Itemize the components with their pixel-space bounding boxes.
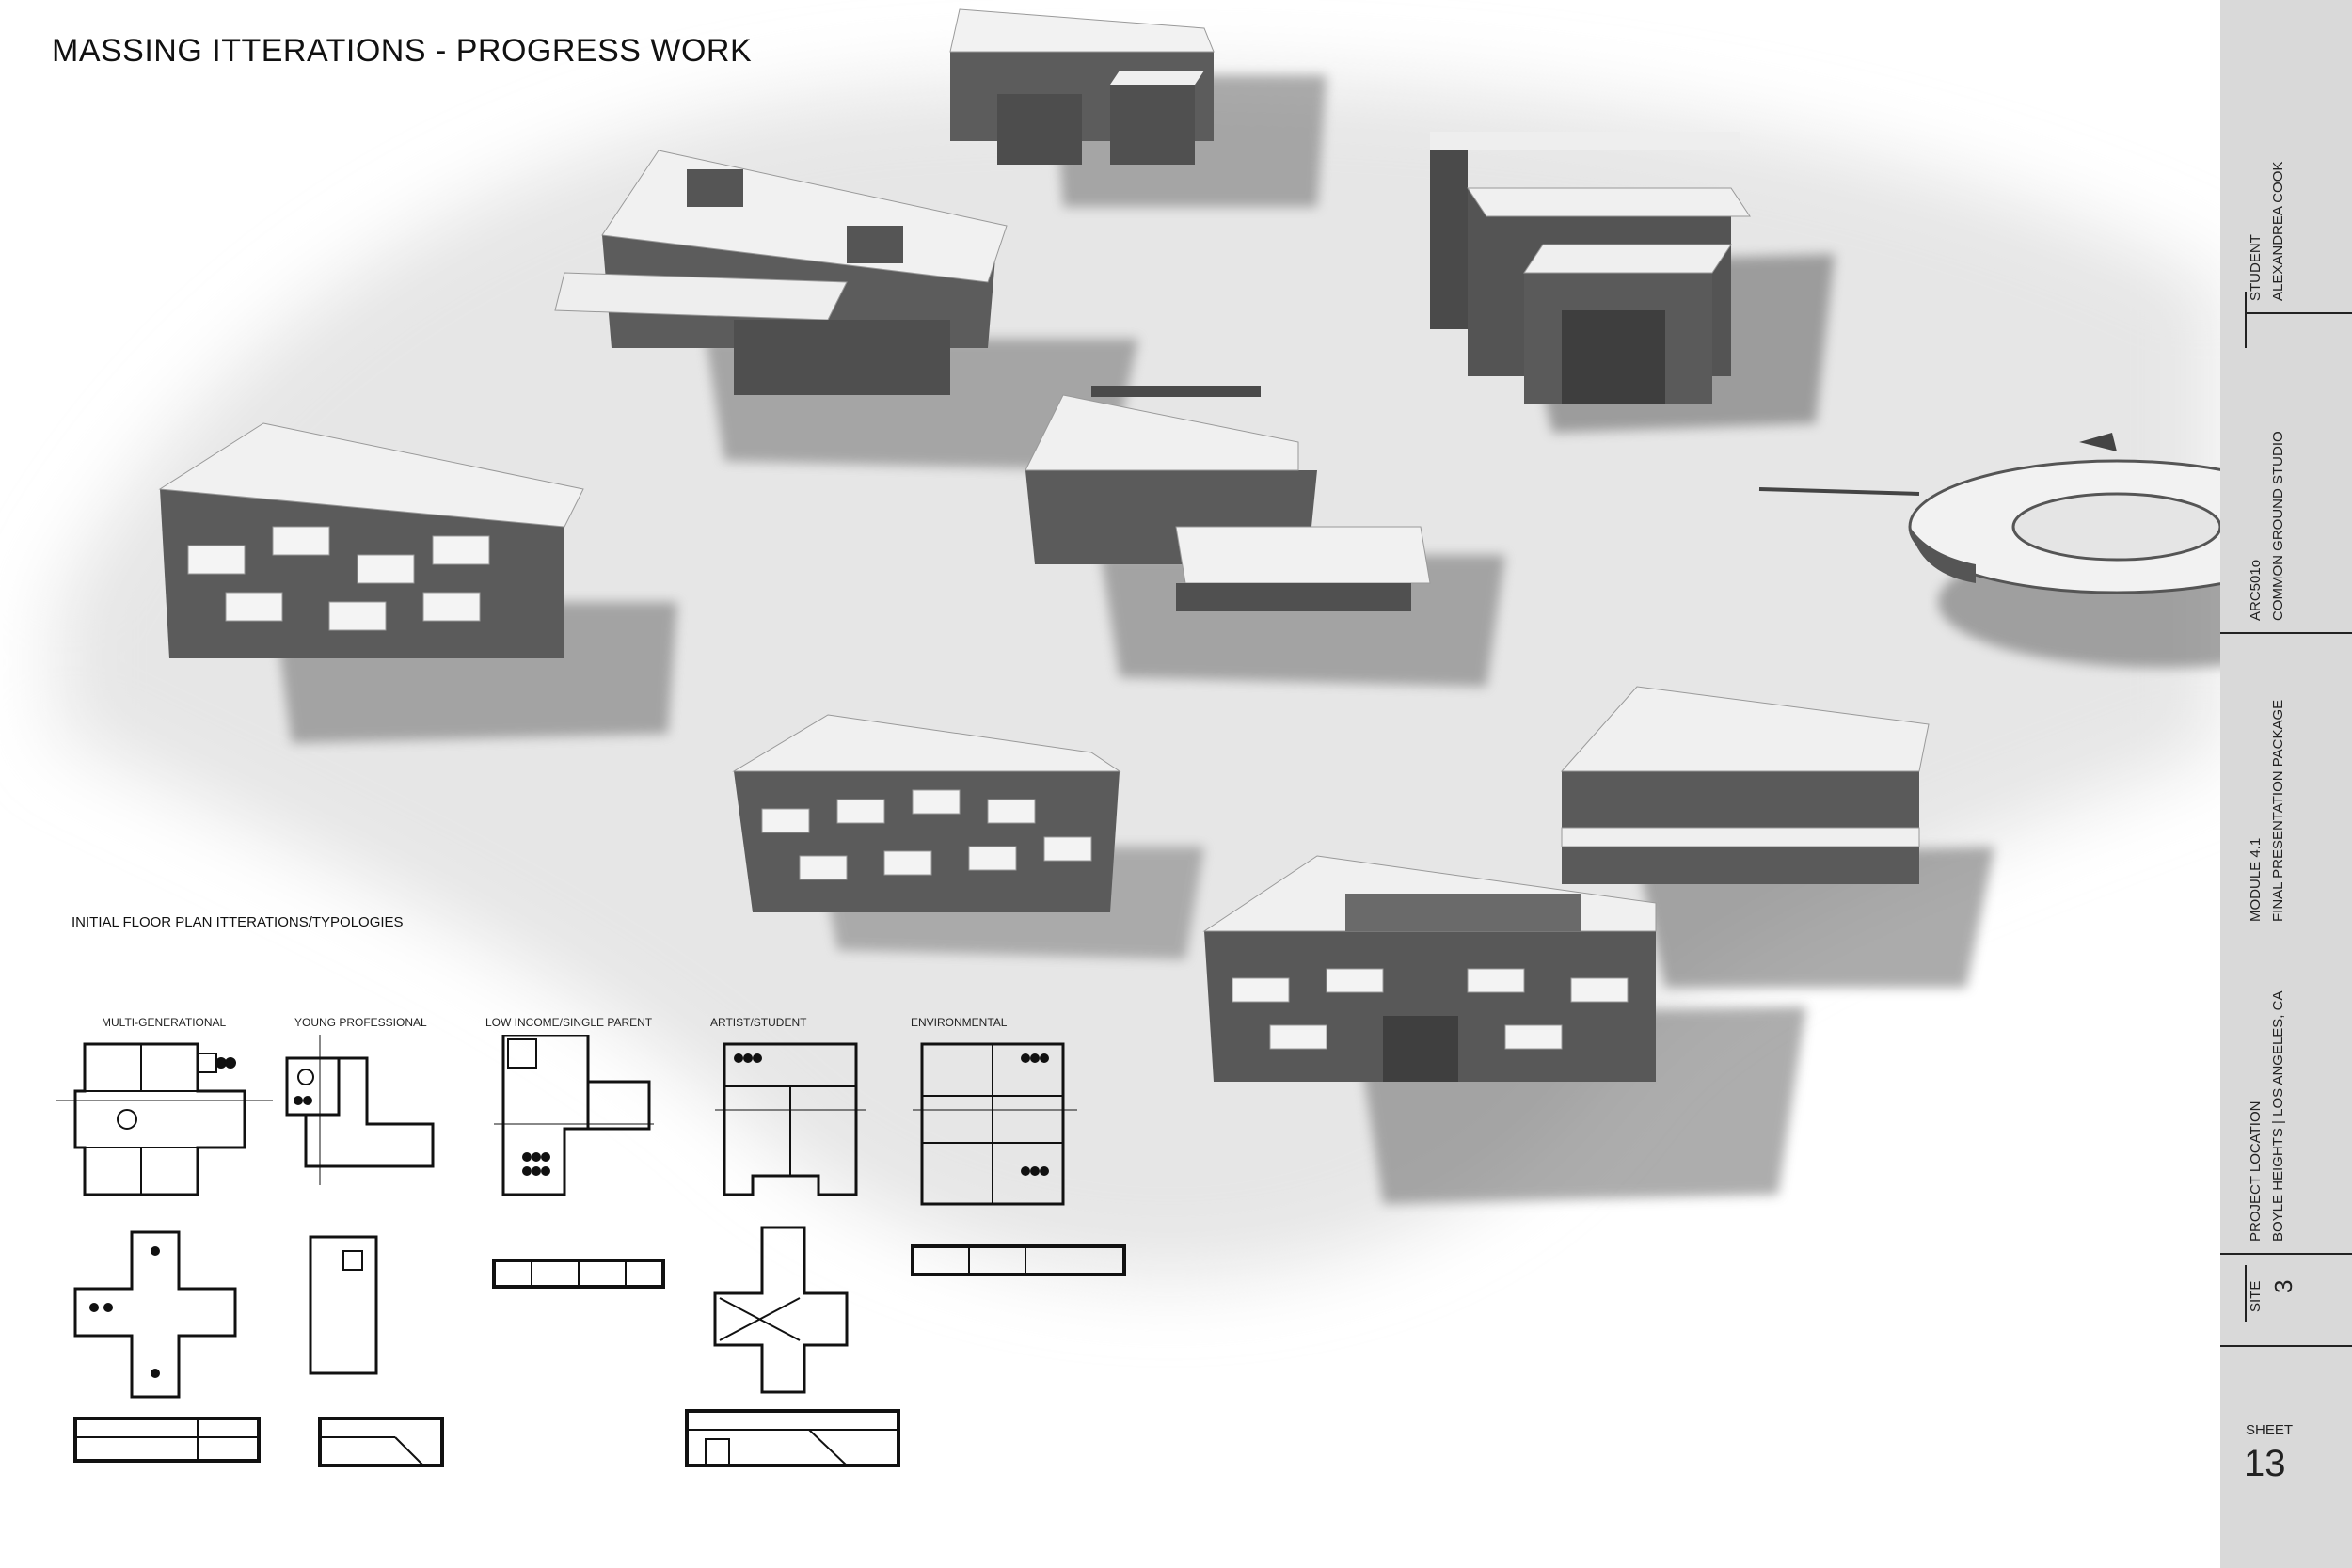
plan-artist-student xyxy=(715,1042,866,1196)
typology-label-environmental: ENVIRONMENTAL xyxy=(911,1016,1008,1029)
massing-model-7 xyxy=(732,714,1204,959)
plan-environmental xyxy=(913,1042,1077,1206)
student-name: ALEXANDREA COOK xyxy=(2270,161,2286,301)
plan-multi-generational xyxy=(56,1042,273,1196)
site-number: 3 xyxy=(2269,1279,2297,1293)
title-block-rule-1 xyxy=(2245,312,2352,314)
student-label: STUDENT xyxy=(2248,234,2264,301)
title-block-rule-3 xyxy=(2220,1253,2352,1255)
site-divider xyxy=(2245,1265,2247,1322)
course-code: ARC501o xyxy=(2248,559,2264,621)
project-location: BOYLE HEIGHTS | LOS ANGELES, CA xyxy=(2270,990,2286,1242)
section-young-professional xyxy=(318,1417,444,1467)
project-location-label: PROJECT LOCATION xyxy=(2248,1101,2264,1242)
massing-model-8 xyxy=(1560,686,1994,988)
plan-young-professional xyxy=(285,1035,435,1185)
massing-model-5 xyxy=(1025,386,1505,687)
massing-model-2 xyxy=(554,150,1138,470)
massing-models-render xyxy=(56,8,2220,1279)
massing-model-6 xyxy=(1758,433,2220,668)
plan-artist-student-level-2 xyxy=(713,1226,849,1394)
section-multi-generational xyxy=(73,1417,261,1463)
plan-low-income xyxy=(494,1035,654,1196)
student-divider xyxy=(2245,292,2247,348)
plan-environmental-section xyxy=(911,1244,1126,1276)
floor-plan-drawings xyxy=(56,1035,1126,1467)
sheet-number: 13 xyxy=(2244,1443,2286,1484)
typology-label-young-professional: YOUNG PROFESSIONAL xyxy=(294,1016,427,1029)
massing-model-3 xyxy=(1430,132,1835,433)
typology-label-low-income: LOW INCOME/SINGLE PARENT xyxy=(485,1016,653,1029)
massing-model-9 xyxy=(1202,855,1806,1204)
massing-model-4 xyxy=(158,422,677,743)
massing-model-1 xyxy=(949,8,1327,207)
typology-label-multi-generational: MULTI-GENERATIONAL xyxy=(102,1016,227,1029)
module-name: FINAL PRESENTATION PACKAGE xyxy=(2270,699,2286,922)
plan-young-professional-level-2 xyxy=(309,1235,378,1375)
sheet-label: SHEET xyxy=(2246,1422,2294,1438)
page-title: MASSING ITTERATIONS - PROGRESS WORK xyxy=(52,33,753,69)
title-block-rule-2 xyxy=(2220,632,2352,634)
course-name: COMMON GROUND STUDIO xyxy=(2270,431,2286,621)
plan-low-income-section xyxy=(492,1259,665,1289)
floor-plan-heading: INITIAL FLOOR PLAN ITTERATIONS/TYPOLOGIE… xyxy=(72,914,404,930)
site-label: SITE xyxy=(2248,1280,2264,1312)
title-block-sidebar: STUDENT ALEXANDREA COOK ARC501o COMMON G… xyxy=(2220,0,2352,1568)
module-number: MODULE 4.1 xyxy=(2248,837,2264,922)
plan-multi-generational-level-2 xyxy=(73,1230,237,1399)
typology-label-artist-student: ARTIST/STUDENT xyxy=(710,1016,807,1029)
presentation-board: MASSING ITTERATIONS - PROGRESS WORK INIT… xyxy=(52,8,2220,1467)
title-block-rule-4 xyxy=(2220,1345,2352,1347)
section-artist-student xyxy=(685,1409,900,1467)
